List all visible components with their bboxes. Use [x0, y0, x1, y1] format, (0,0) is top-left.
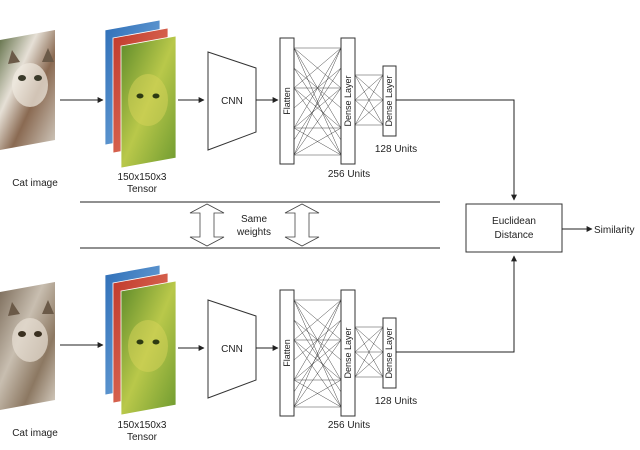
top-dense2-label: Dense Layer — [384, 75, 394, 126]
top-input-label: Cat image — [12, 178, 58, 189]
distance-label-line1: Euclidean — [492, 216, 536, 227]
top-tensor — [104, 19, 177, 169]
top-dense2-layer — [382, 65, 397, 137]
top-flatten-layer — [279, 37, 295, 165]
bottom-flatten-layer — [279, 289, 295, 417]
bottom-branch: Cat image 150x150x3 Tensor CNN Flatten D… — [0, 255, 517, 443]
top-flatten-label: Flatten — [282, 87, 292, 115]
top-cat-image — [0, 30, 55, 150]
bottom-tensor — [104, 264, 177, 416]
top-dense1-layer — [340, 37, 356, 165]
shared-label-line2: weights — [236, 227, 271, 238]
shared-weights: Same weights — [80, 201, 440, 249]
bottom-flatten-label: Flatten — [282, 339, 292, 367]
shared-label-line1: Same — [241, 214, 268, 225]
bottom-dense1-label: Dense Layer — [343, 327, 353, 378]
bottom-mesh-1 — [293, 299, 342, 408]
top-arrow-to-distance — [396, 99, 517, 201]
distance-label-line2: Distance — [495, 230, 534, 241]
bottom-cnn-block — [207, 299, 257, 399]
shared-arrow-left — [189, 203, 225, 247]
bottom-dense2-label: Dense Layer — [384, 327, 394, 378]
bottom-dense2-layer — [382, 317, 397, 389]
bottom-units-256-label: 256 Units — [328, 420, 370, 431]
top-branch: Cat image 150x150x3 Tensor CNN Flatten — [0, 19, 517, 201]
bottom-cat-image — [0, 282, 55, 410]
top-tensor-label: Tensor — [127, 184, 158, 195]
top-tensor-size-label: 150x150x3 — [118, 172, 167, 183]
bottom-mesh-2 — [354, 326, 384, 378]
top-mesh-2 — [354, 74, 384, 126]
top-cnn-label: CNN — [221, 96, 243, 107]
top-units-256-label: 256 Units — [328, 169, 370, 180]
output-label: Similarity — [594, 225, 635, 236]
top-units-128-label: 128 Units — [375, 144, 417, 155]
bottom-arrow-to-distance — [396, 255, 517, 353]
bottom-tensor-label: Tensor — [127, 432, 158, 443]
bottom-cnn-label: CNN — [221, 344, 243, 355]
bottom-tensor-size-label: 150x150x3 — [118, 420, 167, 431]
top-mesh-1 — [293, 47, 342, 156]
shared-arrow-right — [284, 203, 320, 247]
top-cnn-block — [207, 51, 257, 151]
bottom-input-label: Cat image — [12, 428, 58, 439]
bottom-units-128-label: 128 Units — [375, 396, 417, 407]
top-dense1-label: Dense Layer — [343, 75, 353, 126]
bottom-dense1-layer — [340, 289, 356, 417]
euclidean-distance-box — [465, 203, 563, 253]
